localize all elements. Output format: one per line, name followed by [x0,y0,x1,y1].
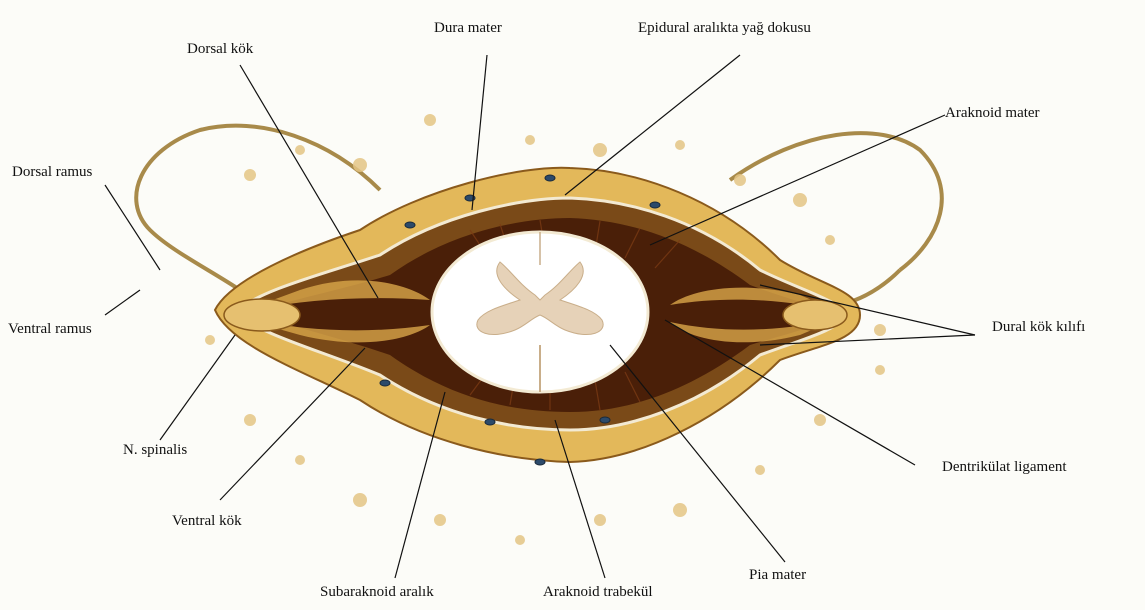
label-n-spinalis: N. spinalis [123,441,187,459]
label-dura-mater: Dura mater [434,19,502,37]
label-pia-mater: Pia mater [749,566,806,584]
label-ventral-kok: Ventral kök [172,512,242,530]
label-dentrikulat-ligament: Dentrikülat ligament [942,458,1067,476]
label-ventral-ramus: Ventral ramus [8,320,92,338]
spinal-nerve-right [783,300,847,330]
label-dural-kok-kilifi: Dural kök kılıfı [992,318,1085,336]
spinal-nerve-left [224,299,300,331]
label-subaraknoid-aralik: Subaraknoid aralık [320,583,434,601]
label-dorsal-ramus: Dorsal ramus [12,163,92,181]
label-araknoid-trabekul: Araknoid trabekül [543,583,653,601]
label-epidural-yag-dokusu: Epidural aralıkta yağ dokusu [638,19,811,37]
label-araknoid-mater: Araknoid mater [945,104,1040,122]
label-dorsal-kok: Dorsal kök [187,40,253,58]
